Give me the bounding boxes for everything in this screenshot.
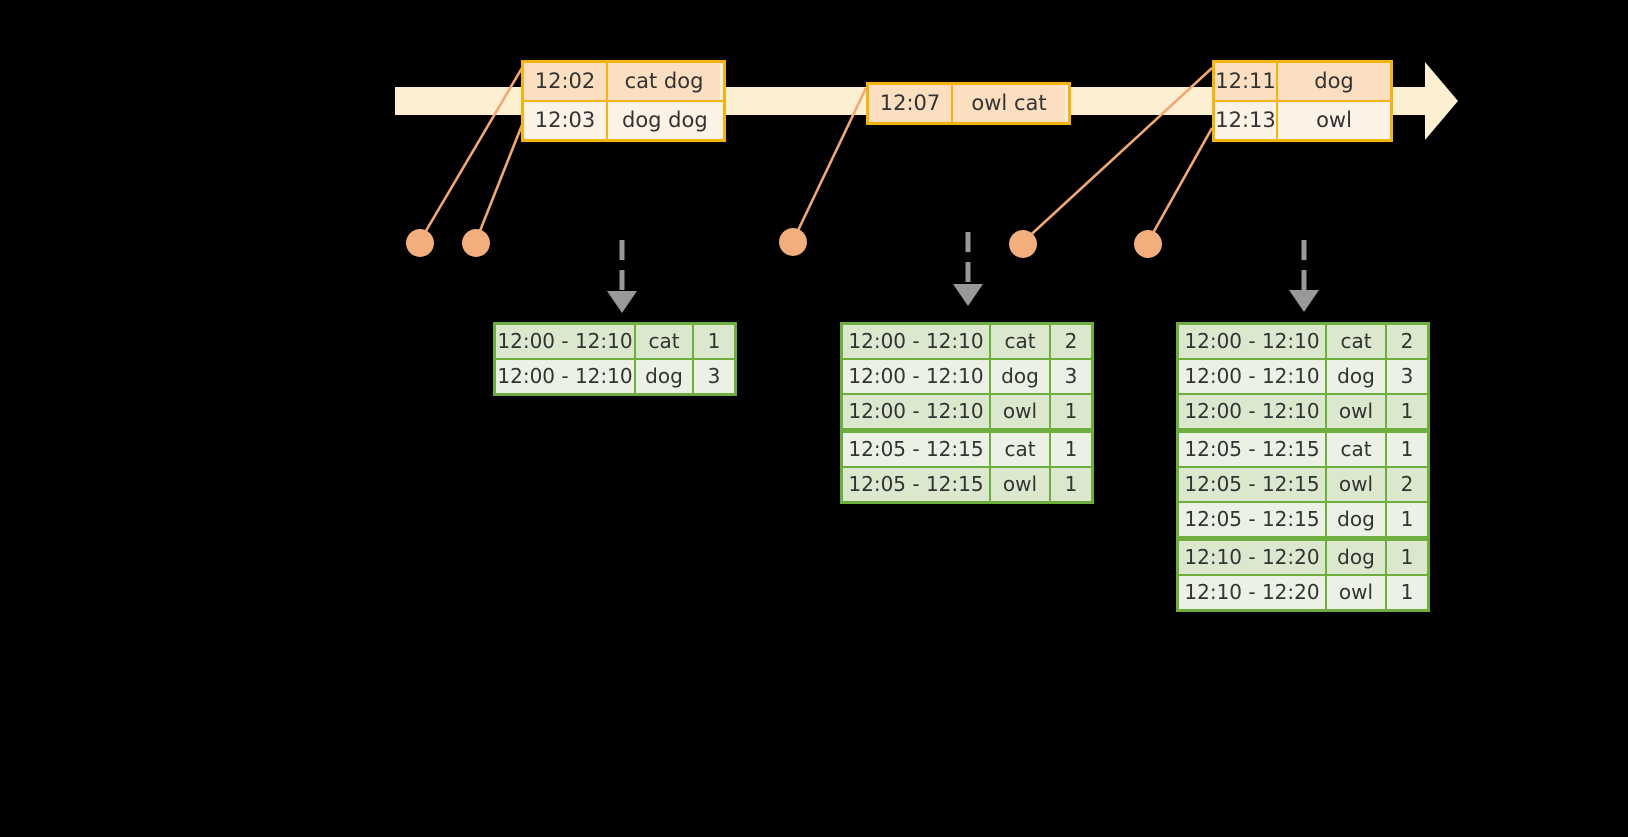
window-count: 3 bbox=[1051, 360, 1091, 393]
window-range: 12:05 - 12:15 bbox=[843, 468, 989, 501]
window-count: 1 bbox=[694, 325, 734, 358]
table-row[interactable]: 12:00 - 12:10 owl 1 bbox=[1179, 395, 1427, 428]
event-group-3[interactable]: 12:11 dog 12:13 owl bbox=[1212, 60, 1393, 142]
window-word: dog bbox=[1327, 503, 1385, 536]
event-row[interactable]: 12:11 dog bbox=[1215, 63, 1390, 100]
window-word: cat bbox=[991, 325, 1049, 358]
window-result-table-3[interactable]: 12:00 - 12:10 cat 2 12:00 - 12:10 dog 3 … bbox=[1176, 322, 1430, 612]
table-row[interactable]: 12:05 - 12:15 cat 1 bbox=[843, 433, 1091, 466]
event-group-2[interactable]: 12:07 owl cat bbox=[866, 82, 1071, 125]
table-row[interactable]: 12:10 - 12:20 owl 1 bbox=[1179, 576, 1427, 609]
window-range: 12:00 - 12:10 bbox=[1179, 325, 1325, 358]
window-count: 1 bbox=[1051, 468, 1091, 501]
event-row[interactable]: 12:07 owl cat bbox=[869, 85, 1068, 122]
window-word: cat bbox=[1327, 433, 1385, 466]
window-word: owl bbox=[1327, 395, 1385, 428]
window-range: 12:05 - 12:15 bbox=[1179, 503, 1325, 536]
event-words: owl bbox=[1278, 102, 1390, 139]
event-dot-1 bbox=[406, 229, 434, 257]
event-dot-5 bbox=[1134, 230, 1162, 258]
table-row[interactable]: 12:10 - 12:20 dog 1 bbox=[1179, 541, 1427, 574]
event-row[interactable]: 12:03 dog dog bbox=[524, 100, 723, 139]
window-word: owl bbox=[991, 468, 1049, 501]
window-count: 2 bbox=[1387, 468, 1427, 501]
window-range: 12:00 - 12:10 bbox=[496, 325, 634, 358]
window-range: 12:10 - 12:20 bbox=[1179, 576, 1325, 609]
event-time: 12:13 bbox=[1215, 102, 1278, 139]
window-range: 12:00 - 12:10 bbox=[843, 395, 989, 428]
event-dot-3 bbox=[779, 228, 807, 256]
event-dot-4 bbox=[1009, 230, 1037, 258]
window-count: 3 bbox=[1387, 360, 1427, 393]
table-row[interactable]: 12:05 - 12:15 dog 1 bbox=[1179, 503, 1427, 536]
table-row[interactable]: 12:00 - 12:10 owl 1 bbox=[843, 395, 1091, 428]
window-count: 1 bbox=[1387, 433, 1427, 466]
window-count: 1 bbox=[1051, 433, 1091, 466]
table-row[interactable]: 12:05 - 12:15 owl 2 bbox=[1179, 468, 1427, 501]
event-row[interactable]: 12:13 owl bbox=[1215, 100, 1390, 139]
table-row[interactable]: 12:00 - 12:10 dog 3 bbox=[1179, 360, 1427, 393]
window-count: 1 bbox=[1387, 541, 1427, 574]
window-word: dog bbox=[991, 360, 1049, 393]
window-word: owl bbox=[991, 395, 1049, 428]
window-range: 12:00 - 12:10 bbox=[843, 360, 989, 393]
window-count: 2 bbox=[1051, 325, 1091, 358]
event-words: cat dog bbox=[608, 63, 720, 100]
window-word: cat bbox=[991, 433, 1049, 466]
table-row[interactable]: 12:00 - 12:10 cat 1 bbox=[496, 325, 734, 358]
window-range: 12:10 - 12:20 bbox=[1179, 541, 1325, 574]
event-time: 12:02 bbox=[524, 63, 608, 100]
window-range: 12:05 - 12:15 bbox=[843, 433, 989, 466]
table-row[interactable]: 12:00 - 12:10 dog 3 bbox=[843, 360, 1091, 393]
window-range: 12:05 - 12:15 bbox=[1179, 468, 1325, 501]
window-word: dog bbox=[1327, 360, 1385, 393]
table-row[interactable]: 12:00 - 12:10 dog 3 bbox=[496, 360, 734, 393]
event-words: dog bbox=[1278, 63, 1390, 100]
event-row[interactable]: 12:02 cat dog bbox=[524, 63, 723, 100]
window-range: 12:00 - 12:10 bbox=[496, 360, 634, 393]
dashed-arrow-heads bbox=[607, 284, 1319, 313]
window-word: cat bbox=[636, 325, 692, 358]
window-count: 1 bbox=[1051, 395, 1091, 428]
table-row[interactable]: 12:05 - 12:15 owl 1 bbox=[843, 468, 1091, 501]
window-word: dog bbox=[636, 360, 692, 393]
window-word: cat bbox=[1327, 325, 1385, 358]
window-count: 1 bbox=[1387, 503, 1427, 536]
window-word: dog bbox=[1327, 541, 1385, 574]
window-result-table-2[interactable]: 12:00 - 12:10 cat 2 12:00 - 12:10 dog 3 … bbox=[840, 322, 1094, 504]
window-word: owl bbox=[1327, 468, 1385, 501]
table-row[interactable]: 12:00 - 12:10 cat 2 bbox=[843, 325, 1091, 358]
window-range: 12:00 - 12:10 bbox=[1179, 395, 1325, 428]
table-row[interactable]: 12:05 - 12:15 cat 1 bbox=[1179, 433, 1427, 466]
window-count: 3 bbox=[694, 360, 734, 393]
event-dot-2 bbox=[462, 229, 490, 257]
dashed-arrows bbox=[619, 232, 1307, 295]
table-row[interactable]: 12:00 - 12:10 cat 2 bbox=[1179, 325, 1427, 358]
event-group-1[interactable]: 12:02 cat dog 12:03 dog dog bbox=[521, 60, 726, 142]
window-count: 1 bbox=[1387, 576, 1427, 609]
event-time: 12:03 bbox=[524, 102, 608, 139]
window-range: 12:00 - 12:10 bbox=[843, 325, 989, 358]
event-words: owl cat bbox=[953, 85, 1065, 122]
event-words: dog dog bbox=[608, 102, 722, 139]
window-word: owl bbox=[1327, 576, 1385, 609]
window-range: 12:05 - 12:15 bbox=[1179, 433, 1325, 466]
event-dots bbox=[406, 228, 1162, 258]
event-time: 12:11 bbox=[1215, 63, 1278, 100]
event-time: 12:07 bbox=[869, 85, 953, 122]
window-range: 12:00 - 12:10 bbox=[1179, 360, 1325, 393]
window-count: 2 bbox=[1387, 325, 1427, 358]
window-count: 1 bbox=[1387, 395, 1427, 428]
window-result-table-1[interactable]: 12:00 - 12:10 cat 1 12:00 - 12:10 dog 3 bbox=[493, 322, 737, 396]
